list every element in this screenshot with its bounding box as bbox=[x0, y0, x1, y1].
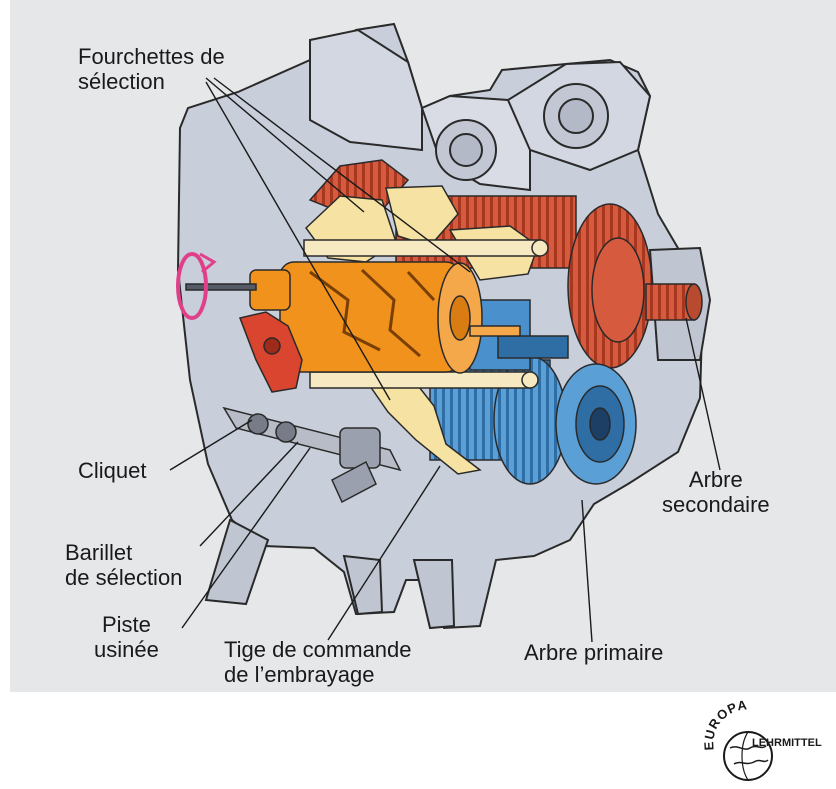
gearbox-cutaway-illustration bbox=[169, 22, 721, 643]
ratchet-mechanism bbox=[238, 311, 303, 393]
label-barillet-line-1: Barillet bbox=[65, 540, 133, 565]
europa-lehrmittel-globe-icon bbox=[723, 731, 773, 781]
label-cliquet: Cliquet bbox=[78, 458, 146, 483]
label-secondaire-line-2: secondaire bbox=[662, 492, 770, 517]
label-barillet-de-selection: Barillet de sélection bbox=[65, 540, 182, 590]
rotation-arrow-icon bbox=[176, 252, 217, 320]
europa-lehrmittel-logo: EUROPA LEHRMITTEL bbox=[701, 700, 822, 781]
label-fourchettes-de-selection: Fourchettes de sélection bbox=[78, 44, 225, 94]
label-cliquet-text: Cliquet bbox=[78, 458, 147, 483]
label-tige-de-commande: Tige de commande de l’embrayage bbox=[224, 637, 412, 687]
leader-lines bbox=[169, 77, 721, 643]
label-tige-line-2: de l’embrayage bbox=[224, 662, 375, 687]
label-piste-line-1: Piste bbox=[101, 612, 151, 637]
label-fourchettes-line-2: sélection bbox=[78, 69, 165, 94]
logo-bottom-text: LEHRMITTEL bbox=[752, 737, 822, 749]
illustration-panel: Fourchettes de sélection Cliquet Barille… bbox=[10, 0, 836, 692]
selector-barrel bbox=[185, 261, 521, 374]
selector-forks bbox=[303, 185, 549, 475]
clutch-control-rod bbox=[222, 406, 402, 504]
label-fourchettes-line-1: Fourchettes de bbox=[78, 44, 225, 69]
label-barillet-line-2: de sélection bbox=[65, 565, 183, 590]
label-piste-line-2: usinée bbox=[94, 637, 159, 662]
label-arbre-primaire: Arbre primaire bbox=[524, 640, 663, 665]
label-secondaire-line-1: Arbre bbox=[688, 467, 743, 492]
label-tige-line-1: Tige de commande bbox=[224, 637, 412, 662]
label-piste-usinee: Piste usinée bbox=[94, 612, 159, 662]
label-arbre-primaire-text: Arbre primaire bbox=[524, 640, 664, 665]
label-arbre-secondaire: Arbre secondaire bbox=[662, 467, 770, 517]
